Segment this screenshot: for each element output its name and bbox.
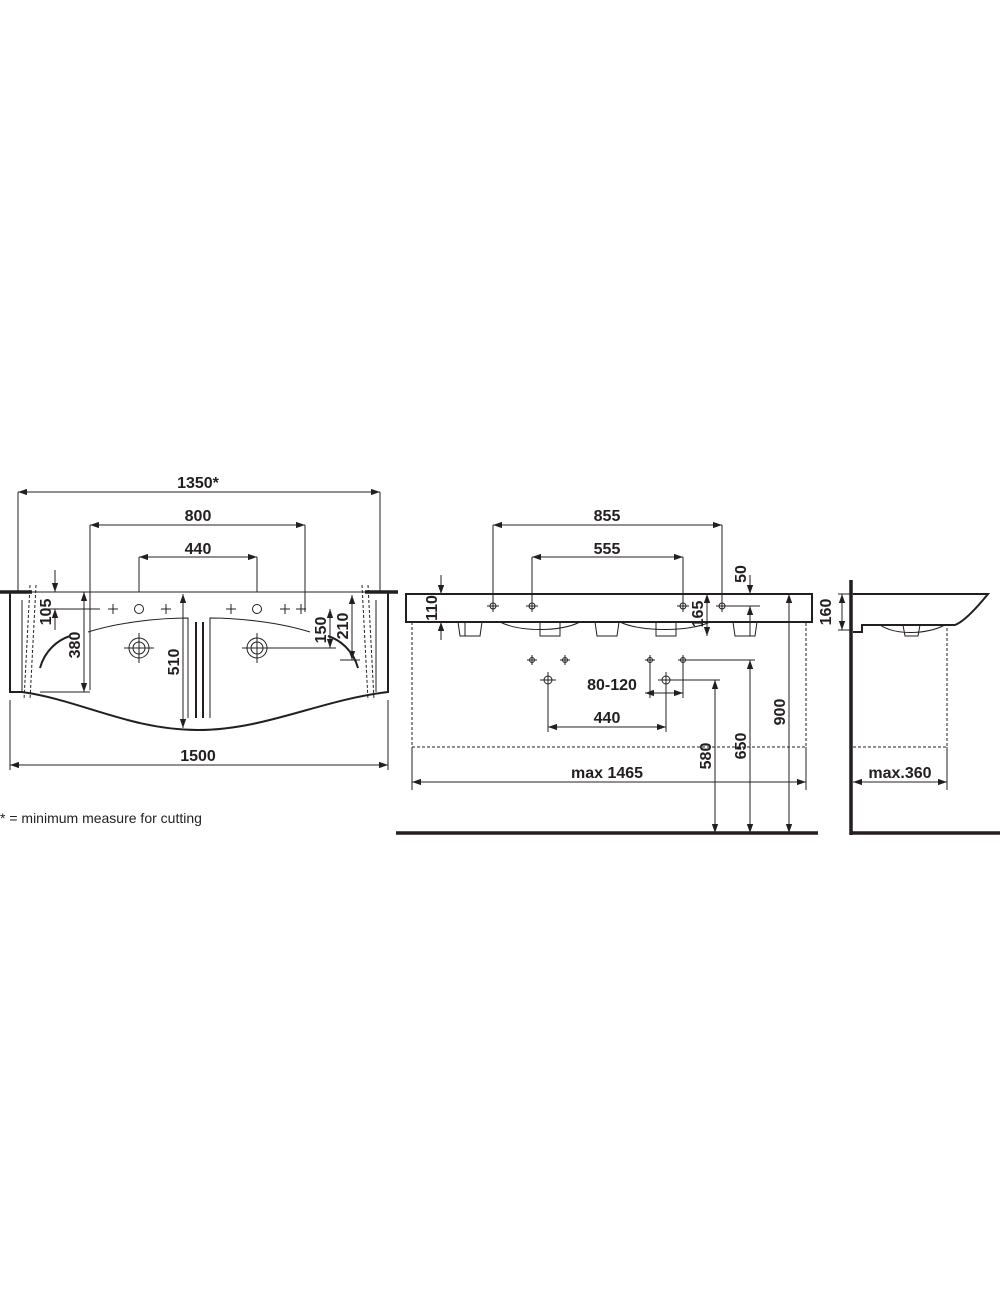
dim-label-800: 800: [185, 508, 212, 525]
front-waste-center: [594, 621, 620, 637]
dim-label-max-1465: max 1465: [571, 765, 643, 782]
cabinet-outline: [411, 622, 807, 748]
dim-label-max-360: max.360: [868, 765, 931, 782]
dim-label-440-top: 440: [185, 541, 212, 558]
tap-hole-left: [134, 604, 144, 614]
front-overflow-left: [457, 621, 483, 637]
dim-label-105: 105: [38, 599, 55, 626]
dim-label-855: 855: [594, 508, 621, 525]
bowl-rim-right: [209, 617, 311, 718]
dim-label-160: 160: [818, 599, 835, 626]
dim-label-650: 650: [733, 733, 750, 760]
dim-label-165: 165: [690, 601, 707, 628]
top-view: 1350* 800 440 105 380 510 150 210: [0, 475, 398, 770]
dim-label-210: 210: [335, 613, 352, 640]
dim-label-380: 380: [67, 632, 84, 659]
side-bowl-curve: [879, 624, 946, 633]
side-cabinet-outline: [853, 625, 948, 748]
dim-label-900: 900: [772, 699, 789, 726]
splash-curve-left: [39, 635, 71, 669]
front-view: 855 555 50 110 165 80-120 440 580: [396, 508, 818, 835]
dim-label-1350: 1350*: [177, 475, 220, 492]
waste-drain-left: [124, 633, 154, 663]
front-bowl-curve-right: [619, 621, 711, 630]
basin-outline: [9, 592, 389, 732]
cut-line-left: [23, 584, 31, 701]
tap-hole-right: [252, 604, 262, 614]
dim-label-510: 510: [166, 649, 183, 676]
dim-label-50: 50: [733, 565, 750, 583]
dim-label-555: 555: [594, 541, 621, 558]
side-basin-outline: [853, 593, 991, 633]
dim-label-150: 150: [313, 617, 330, 644]
dim-label-440-front: 440: [594, 710, 621, 727]
splash-curve-right: [327, 635, 359, 669]
dim-label-80-120: 80-120: [587, 677, 637, 694]
front-overflow-right: [732, 621, 758, 637]
dim-label-110: 110: [424, 595, 441, 621]
dim-label-580: 580: [698, 743, 715, 770]
side-waste: [902, 624, 921, 637]
cut-line-right: [367, 584, 375, 701]
dim-label-1500: 1500: [180, 748, 216, 765]
footnote: * = minimum measure for cutting: [0, 810, 202, 826]
front-basin-outline: [405, 593, 813, 623]
basin-front-edge: [21, 600, 377, 692]
waste-drain-right: [242, 633, 272, 663]
front-waste-right: [655, 622, 677, 637]
front-waste-left: [539, 622, 561, 637]
side-view: 160 max.360: [818, 580, 1000, 835]
optional-hole-markers: [85, 604, 306, 614]
